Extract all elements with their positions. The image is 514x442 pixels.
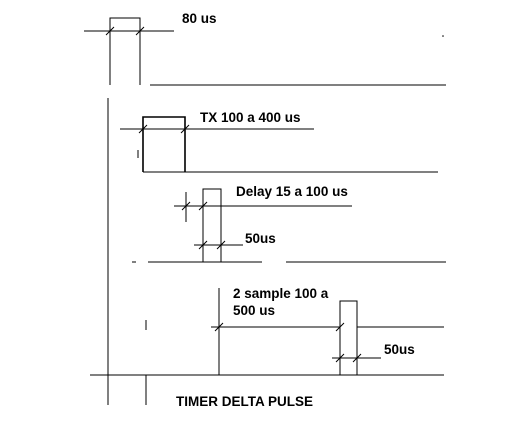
arrow-tick: [216, 240, 226, 250]
pulse-80us-row: [84, 17, 446, 86]
arrow-tick: [352, 353, 362, 363]
label-sample-line-1: 2 sample 100 a: [233, 286, 329, 301]
arrow-tick: [138, 124, 148, 134]
arrow-tick: [214, 322, 224, 332]
pulse-80us: [109, 17, 141, 85]
arrow-tick: [198, 201, 208, 211]
sample-row: [90, 288, 444, 376]
arrow-tick: [198, 240, 208, 250]
arrow-tick: [335, 322, 345, 332]
arrow-tick: [105, 26, 115, 36]
label-sample-line-2: 500 us: [233, 303, 275, 318]
pulse-tx: [142, 116, 186, 172]
label-width-50us-b: 50us: [384, 342, 415, 357]
delay-row: [132, 188, 446, 263]
arrow-tick: [135, 26, 145, 36]
label-80us: 80 us: [182, 11, 217, 26]
pulse-delay: [202, 188, 222, 262]
arrow-tick: [335, 353, 345, 363]
arrow-tick: [181, 201, 191, 211]
arrow-tick: [180, 124, 190, 134]
tx-row: [120, 116, 438, 173]
label-delay: Delay 15 a 100 us: [236, 184, 348, 199]
label-width-50us-a: 50us: [245, 231, 276, 246]
marker-dot: [442, 35, 444, 37]
pulse-sample: [339, 300, 358, 375]
caption: TIMER DELTA PULSE: [176, 394, 313, 409]
label-tx: TX 100 a 400 us: [200, 110, 301, 125]
